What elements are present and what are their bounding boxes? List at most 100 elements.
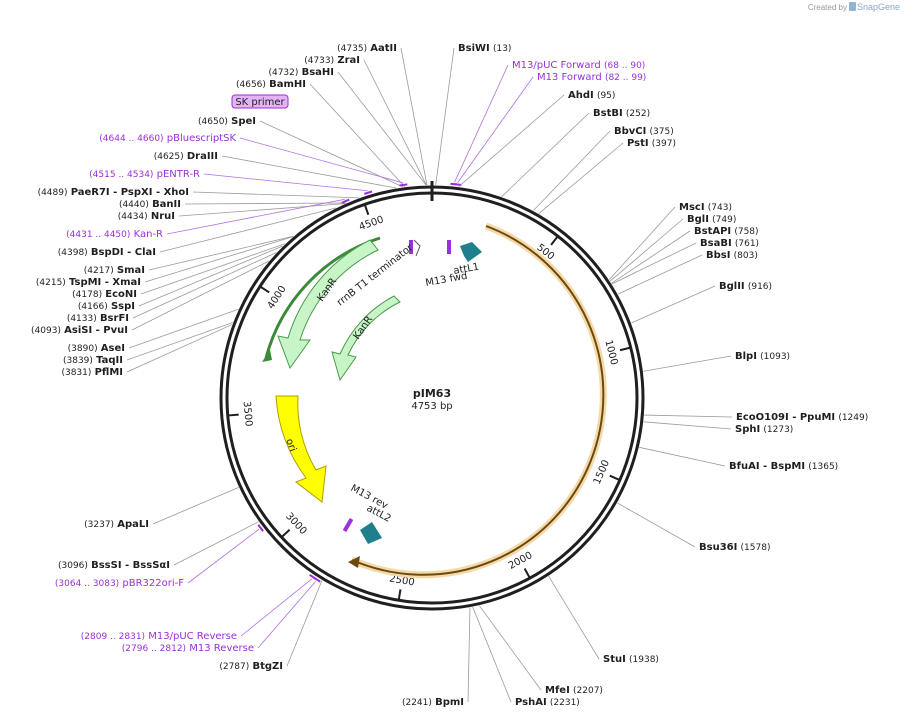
leader-line: [144, 236, 294, 283]
leader-line: [538, 142, 624, 214]
site-text: (4133) BsrFI: [67, 313, 129, 324]
credit-brand: SnapGene: [856, 2, 900, 12]
site-position: (375): [650, 127, 674, 137]
leader-line: [643, 355, 732, 372]
site-label: SphI (1273): [735, 424, 793, 435]
leader-line: [131, 260, 270, 331]
site-name: MfeI: [545, 685, 570, 696]
site-position: (4735): [337, 44, 367, 54]
site-text: (3096) BssSI - BssSαI: [58, 560, 170, 571]
orf-arrowhead: [348, 556, 360, 568]
site-label: (4625) DraIII: [154, 151, 218, 162]
tick-label: 1500: [592, 458, 612, 486]
site-name: BamHI: [269, 79, 306, 90]
primer-site-marker: [257, 524, 264, 532]
site-label: BbsI (803): [706, 250, 758, 261]
site-label: SK primer: [231, 94, 289, 109]
site-name: AseI: [101, 343, 125, 354]
leader-line: [617, 254, 703, 295]
leader-line: [400, 47, 428, 186]
site-position: (758): [734, 227, 758, 237]
site-text: SphI (1273): [735, 424, 793, 435]
sk-primer-label: SK primer: [235, 97, 285, 108]
site-label: BstAPI (758): [694, 226, 759, 237]
site-name: BstAPI: [694, 226, 731, 237]
site-position: (803): [734, 251, 758, 261]
site-text: (4733) ZraI: [304, 55, 360, 66]
site-label: (4440) BanII: [119, 199, 181, 210]
site-position: (2231): [550, 698, 580, 708]
site-text: BbvCI (375): [614, 126, 674, 137]
orf-arc: [351, 225, 605, 576]
site-text: (4735) AatII: [337, 43, 397, 54]
site-position: (3096): [58, 561, 88, 571]
site-name: BspDI - ClaI: [91, 247, 156, 258]
site-name: BlpI: [735, 351, 757, 362]
site-text: BbsI (803): [706, 250, 758, 261]
site-name: M13/pUC Forward: [512, 60, 601, 71]
site-position: (3890): [68, 344, 98, 354]
site-position: (1365): [808, 462, 838, 472]
site-label: (4217) SmaI: [84, 265, 145, 276]
site-name: BsaBI: [700, 238, 732, 249]
site-name: Bsu36I: [699, 542, 737, 553]
site-position: (2809 .. 2831): [81, 632, 145, 642]
plasmid-length: 4753 bp: [411, 401, 452, 412]
leader-line: [257, 580, 317, 649]
site-label: BfuAI - BspMI (1365): [729, 461, 838, 472]
leader-line: [639, 446, 726, 467]
site-label: AhdI (95): [568, 90, 615, 101]
site-label: (4431 .. 4450) Kan-R: [66, 229, 163, 240]
site-text: (4515 .. 4534) pENTR-R: [89, 169, 200, 180]
site-text: (4644 .. 4660) pBluescriptSK: [99, 133, 236, 144]
site-position: (4434): [118, 212, 148, 222]
site-label: (2787) BtgZI: [219, 661, 283, 672]
site-position: (749): [712, 215, 736, 225]
site-name: ZraI: [337, 55, 360, 66]
site-text: (4434) NruI: [118, 211, 175, 222]
site-text: (4178) EcoNI: [72, 289, 137, 300]
site-position: (916): [748, 282, 772, 292]
site-position: (3839): [63, 356, 93, 366]
site-text: MscI (743): [679, 202, 732, 213]
site-text: (2796 .. 2812) M13 Reverse: [122, 643, 254, 654]
credit-prefix: Created by: [807, 3, 847, 12]
site-name: BfuAI - BspMI: [729, 461, 805, 472]
site-position: (4515 .. 4534): [89, 170, 153, 180]
leader-line: [138, 245, 283, 307]
site-label: MfeI (2207): [545, 685, 603, 696]
site-name: BssSI - BssSαI: [91, 560, 170, 571]
site-position: (4656): [236, 80, 266, 90]
site-name: StuI: [603, 654, 626, 665]
leader-line: [435, 47, 455, 186]
site-position: (4625): [154, 152, 184, 162]
site-text: (4650) SpeI: [198, 116, 256, 127]
site-text: BstBI (252): [593, 108, 650, 119]
leader-line: [611, 242, 697, 285]
site-name: PflMI: [95, 367, 123, 378]
site-position: (2241): [402, 698, 432, 708]
leader-line: [479, 605, 542, 691]
label-leader-lines: [126, 47, 733, 703]
site-label: BglII (916): [719, 281, 772, 292]
site-name: TspMI - XmaI: [69, 277, 141, 288]
site-label: (4166) SspI: [78, 301, 135, 312]
site-text: (4431 .. 4450) Kan-R: [66, 229, 163, 240]
tick-mark: [609, 474, 620, 481]
site-label: (4656) BamHI: [236, 79, 306, 90]
site-position: (4733): [304, 56, 334, 66]
site-position: (4431 .. 4450): [66, 230, 130, 240]
site-label: (4733) ZraI: [304, 55, 360, 66]
site-position: (743): [708, 203, 732, 213]
site-name: BbvCI: [614, 126, 646, 137]
site-text: (4166) SspI: [78, 301, 135, 312]
site-name: EcoO109I - PpuMI: [736, 412, 835, 423]
site-label: BsaBI (761): [700, 238, 759, 249]
leader-line: [126, 324, 233, 373]
leader-line: [140, 243, 286, 295]
site-name: EcoNI: [105, 289, 137, 300]
plasmid-name: pIM63: [413, 387, 451, 400]
site-name: PstI: [627, 138, 649, 149]
leader-line: [126, 322, 233, 361]
tick-mark: [619, 346, 630, 352]
